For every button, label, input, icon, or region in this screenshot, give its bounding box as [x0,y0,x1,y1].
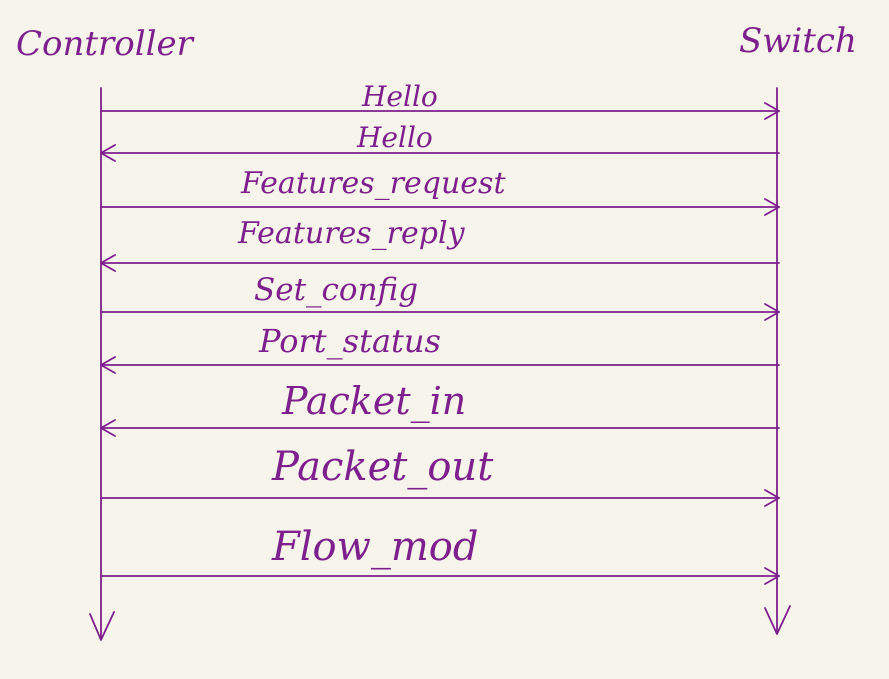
controller-lifeline [89,87,115,641]
arrowhead-icon [764,567,780,585]
message-label: Hello [356,121,433,154]
message-list: HelloHelloFeatures_requestFeatures_reply… [100,80,780,585]
arrowhead-icon [764,198,780,216]
message-label: Packet_out [271,444,494,490]
message-label: Hello [361,80,438,113]
arrowhead-icon [764,303,780,321]
message-3: Features_request [100,166,780,216]
controller-title: Controller [16,24,195,64]
arrowhead-icon [100,419,116,437]
message-6: Port_status [100,322,780,374]
message-label: Port_status [258,322,441,360]
message-label: Features_reply [237,216,466,251]
arrowhead-icon [100,144,116,162]
message-label: Features_request [240,166,506,201]
message-8: Packet_out [100,444,780,507]
message-label: Set_config [254,272,418,308]
message-label: Packet_in [281,379,466,424]
message-label: Flow_mod [271,524,478,570]
switch-title: Switch [739,21,857,61]
message-2: Hello [100,121,780,162]
message-5: Set_config [100,272,780,321]
message-7: Packet_in [100,379,780,437]
message-1: Hello [100,80,780,120]
arrowhead-icon [764,489,780,507]
message-9: Flow_mod [100,524,780,585]
message-4: Features_reply [100,216,780,272]
switch-lifeline [764,87,791,635]
arrowhead-icon [100,254,116,272]
arrowhead-icon [100,356,116,374]
arrowhead-icon [764,102,780,120]
